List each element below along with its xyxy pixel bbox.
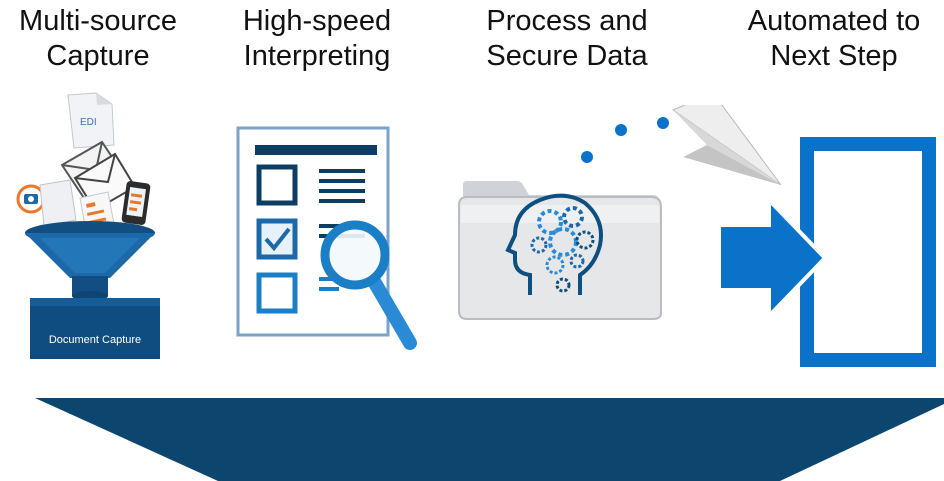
- page-icon: [39, 179, 77, 227]
- edi-document-icon: EDI: [67, 92, 115, 149]
- dot-icon: [615, 124, 627, 136]
- stage-title-capture: Multi-source Capture: [19, 5, 177, 72]
- checked-box-icon: [256, 218, 298, 260]
- paper-plane-icon: [671, 105, 782, 186]
- head-gears-icon: [505, 193, 603, 295]
- form-header-bar: [255, 145, 377, 155]
- direction-banner: [35, 398, 944, 481]
- magnifier-icon: [320, 220, 417, 350]
- brain-gears-folder-icon: [458, 105, 782, 320]
- arrow-right-icon: [717, 195, 828, 321]
- checkbox-icon: [256, 272, 298, 314]
- checklist-magnifier-icon: [236, 126, 417, 350]
- stage-title-interpreting: High-speed Interpreting: [242, 5, 392, 72]
- document-capture-label: Document Capture: [49, 334, 141, 346]
- stage-title-automated: Automated to Next Step: [747, 5, 921, 72]
- funnel-body: [25, 221, 160, 359]
- door-frame-icon: [800, 137, 936, 367]
- enter-arrow-icon: [717, 137, 936, 367]
- phone-icon: [121, 181, 151, 225]
- stage-title-process: Process and Secure Data: [486, 5, 648, 72]
- funnel-icon: EDI Document Capture: [16, 92, 160, 359]
- camera-icon: [16, 184, 46, 214]
- dot-icon: [657, 117, 669, 129]
- edi-label: EDI: [80, 117, 97, 128]
- checkbox-icon: [256, 164, 298, 206]
- folder-icon: [458, 181, 662, 320]
- dot-icon: [581, 151, 593, 163]
